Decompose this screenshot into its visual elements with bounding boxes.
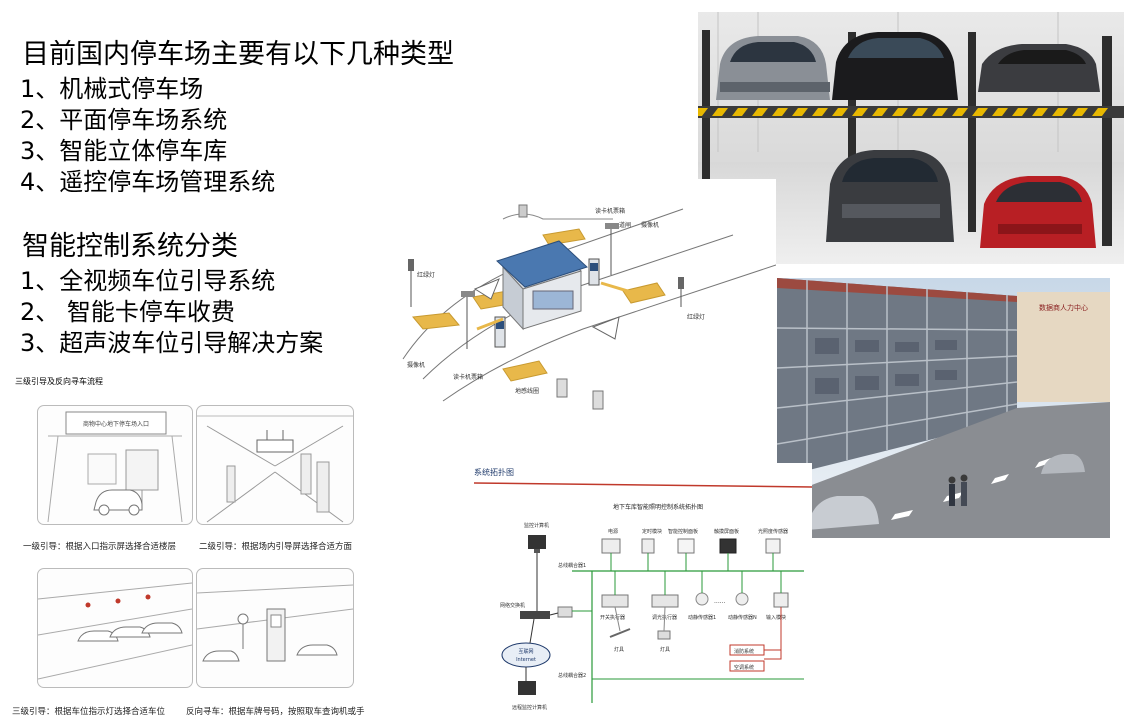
label-camera: 摄像机 [641,221,659,229]
label-bus1: 总线耦合器1 [558,562,586,569]
label-lamp-2: 灯具 [660,646,670,653]
section2-item: 1、全视频车位引导系统 [20,267,276,295]
section2-title: 智能控制系统分类 [22,231,238,262]
guide-sketch-2 [196,405,354,525]
label-ellipsis: ...... [714,598,726,605]
label-card-reader-2: 读卡机票箱 [453,373,483,381]
guide-sketch-4 [196,568,354,688]
guide-caption-4: 反向寻车：根据车牌号码，按照取车查询机或手 [186,707,365,717]
label-remote: 远程监控计算机 [512,704,547,711]
stereo-garage-photo: 数据商人力中心 [777,278,1110,538]
section2-item: 3、超声波车位引导解决方案 [20,329,324,357]
parking-booth-diagram: 读卡机票箱 道闸 摄像机 红绿灯 红绿灯 摄像机 读卡机票箱 地感线圈 [383,179,776,421]
guide-sketch-1: 商物中心地下停车场入口 [37,405,193,525]
section1-item: 4、遥控停车场管理系统 [20,168,276,196]
system-topology: 系统拓扑图 地下车库智能照明控制系统拓扑图 监控计算机 网络交换机 互联网 In… [474,463,812,716]
guide-sign: 商物中心地下停车场入口 [83,420,149,428]
label-barrier: 道闸 [619,221,631,229]
label-gateway: 网络交换机 [500,602,525,609]
label-bus2: 总线耦合器2 [558,672,586,679]
section1-item: 3、智能立体停车库 [20,137,228,165]
guide-title: 三级引导及反向寻车流程 [15,377,103,386]
label-relay: 开关执行器 [600,614,625,621]
guide-caption-1: 一级引导：根据入口指示屏选择合适楼层 [23,542,177,552]
label-sensor1: 动静传感器1 [688,614,716,621]
topology-title: 地下车库智能照明控制系统拓扑图 [613,503,703,511]
label-card-reader: 读卡机票箱 [595,207,625,215]
label-traffic-light: 红绿灯 [417,271,435,279]
section1-item: 1、机械式停车场 [20,75,204,103]
label-ac: 空调系统 [734,664,754,671]
label-timer: 定时模块 [642,528,662,535]
topology-header: 系统拓扑图 [474,467,514,477]
label-lux: 光照度传感器 [758,528,788,535]
label-power: 电源 [608,528,618,535]
label-touch: 触摸屏面板 [714,528,739,535]
label-sensorN: 动静传感器N [728,614,757,621]
label-scene: 智能控制面板 [668,528,698,535]
section1-item: 2、平面停车场系统 [20,106,228,134]
label-lamp: 灯具 [614,646,624,653]
section1-title: 目前国内停车场主要有以下几种类型 [22,39,454,70]
label-input: 输入模块 [766,614,786,621]
label-camera-2: 摄像机 [407,361,425,369]
section2-item: 2、 智能卡停车收费 [20,298,235,326]
label-monitor: 监控计算机 [524,522,549,529]
building-sign: 数据商人力中心 [1039,303,1088,312]
guide-caption-2: 二级引导：根据场内引导屏选择合适方面 [199,542,353,552]
guide-caption-3: 三级引导：根据车位指示灯选择合适车位 [12,707,166,717]
cloud-label: 互联网 [518,648,533,655]
label-loop: 地感线圈 [515,387,539,395]
cloud-label-en: Internet [516,657,536,663]
guide-sketch-3 [37,568,193,688]
label-traffic-light-2: 红绿灯 [687,313,705,321]
label-fire: 消防系统 [734,648,754,655]
